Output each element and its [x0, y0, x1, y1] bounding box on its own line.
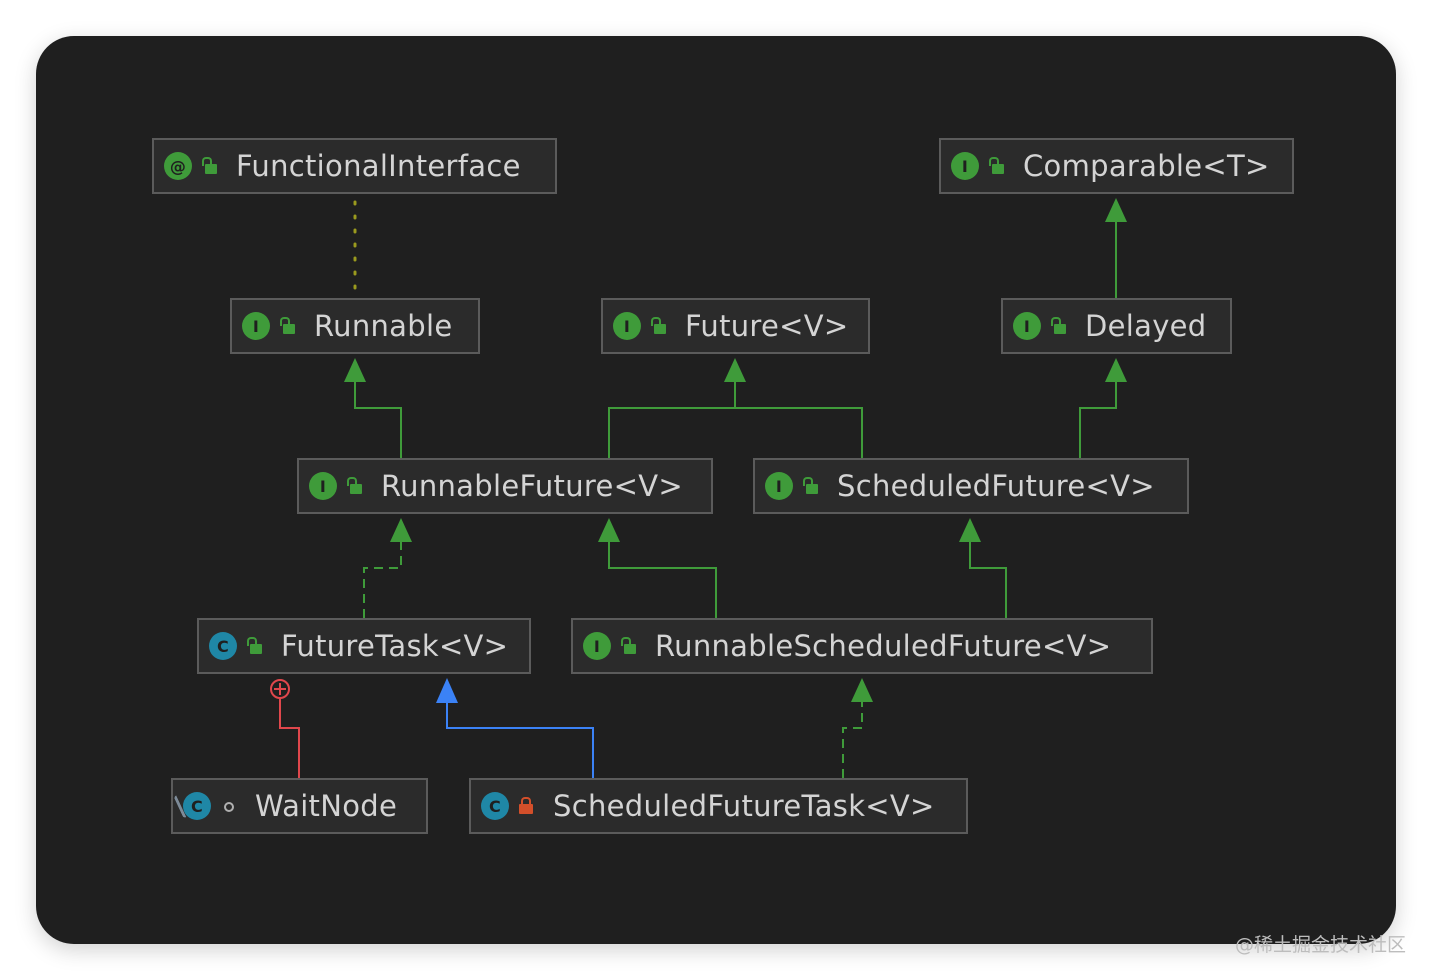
watermark: @稀土掘金技术社区 [1234, 934, 1406, 956]
node-delayed[interactable]: I Delayed [1001, 298, 1232, 354]
node-runnable-scheduled-future[interactable]: I RunnableScheduledFuture<V> [571, 618, 1153, 674]
interface-icon: I [1013, 312, 1041, 340]
public-lock-icon [278, 317, 296, 335]
public-lock-icon [245, 637, 263, 655]
interface-icon: I [765, 472, 793, 500]
node-label: ScheduledFutureTask<V> [553, 789, 935, 823]
public-lock-icon [345, 477, 363, 495]
interface-icon: I [242, 312, 270, 340]
inner-class-icon: C [183, 792, 211, 820]
node-runnable[interactable]: I Runnable [230, 298, 480, 354]
package-private-icon [219, 797, 237, 815]
node-label: RunnableFuture<V> [381, 469, 683, 503]
node-runnable-future[interactable]: I RunnableFuture<V> [297, 458, 713, 514]
public-lock-icon [649, 317, 667, 335]
node-future-task[interactable]: C FutureTask<V> [197, 618, 531, 674]
public-lock-icon [987, 157, 1005, 175]
node-label: Runnable [314, 309, 453, 343]
node-label: RunnableScheduledFuture<V> [655, 629, 1112, 663]
class-icon: C [481, 792, 509, 820]
interface-icon: I [613, 312, 641, 340]
annotation-icon: @ [164, 152, 192, 180]
node-label: Future<V> [685, 309, 849, 343]
class-icon: C [209, 632, 237, 660]
node-label: WaitNode [255, 789, 398, 823]
public-lock-icon [619, 637, 637, 655]
public-lock-icon [200, 157, 218, 175]
node-scheduled-future-task[interactable]: C ScheduledFutureTask<V> [469, 778, 968, 834]
node-label: Delayed [1085, 309, 1207, 343]
node-wait-node[interactable]: C WaitNode [171, 778, 428, 834]
node-functional-interface[interactable]: @ FunctionalInterface [152, 138, 557, 194]
node-comparable[interactable]: I Comparable<T> [939, 138, 1294, 194]
node-label: ScheduledFuture<V> [837, 469, 1155, 503]
interface-icon: I [951, 152, 979, 180]
public-lock-icon [801, 477, 819, 495]
interface-icon: I [583, 632, 611, 660]
node-label: Comparable<T> [1023, 149, 1270, 183]
public-lock-icon [1049, 317, 1067, 335]
node-future[interactable]: I Future<V> [601, 298, 870, 354]
node-label: FunctionalInterface [236, 149, 521, 183]
interface-icon: I [309, 472, 337, 500]
node-scheduled-future[interactable]: I ScheduledFuture<V> [753, 458, 1189, 514]
private-lock-icon [517, 797, 535, 815]
node-label: FutureTask<V> [281, 629, 509, 663]
